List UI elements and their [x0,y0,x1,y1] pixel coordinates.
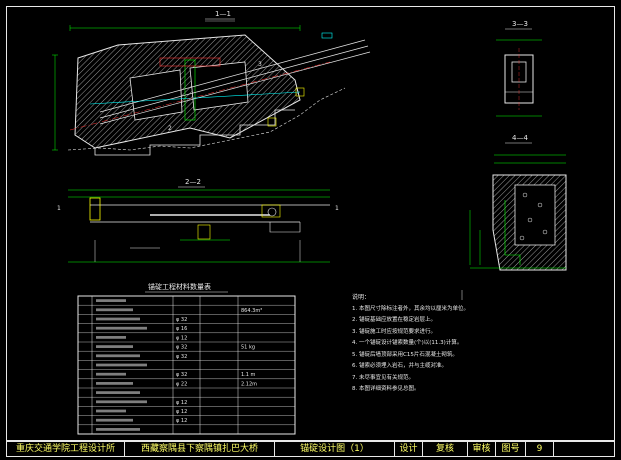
table-cell-item [96,409,126,413]
section-2-2-label: 2—2 [185,178,201,186]
section-1-1-label: 1—1 [215,10,231,18]
table-cell: φ 32 [176,317,187,323]
table-title: 锚碇工程材料数量表 [148,282,211,291]
table-cell: φ 12 [176,409,187,415]
table-cell: 51 kg [241,345,255,351]
table-cell: φ 12 [176,418,187,424]
project-name: 西藏察隅县下察隅镇扎巴大桥 [125,442,275,456]
note-line: 4. 一个锚碇设计锚索数量(个)以(11.3)计算。 [352,340,463,346]
svg-text:2: 2 [168,125,172,132]
note-line: 5. 锚碇后墙顶部采用C15片石混凝土砌筑。 [352,351,458,358]
title-block: 重庆交通学院工程设计所 西藏察隅县下察隅镇扎巴大桥 锚碇设计图（1） 设计 复核… [6,441,615,457]
title-block-spacer [554,442,614,456]
note-line: 1. 本图尺寸除标注者外，其余均以厘米为单位。 [352,305,469,312]
notes-header: 说明： [352,294,371,301]
review-label: 复核 [423,442,468,456]
table-cell-item [96,363,147,367]
material-table: 锚碇工程材料数量表 864.3m³ φ 32 φ 16 φ 12 φ 32 51 kg φ … [77,282,296,435]
svg-text:1: 1 [57,205,61,212]
table-cell: 864.3m³ [241,308,262,314]
table-cell-item [96,418,133,422]
table-cell: 1.1 m [241,372,256,378]
table-cell-item [96,354,140,358]
svg-text:3: 3 [258,61,262,68]
sheet-number: 9 [526,442,554,456]
approve-label: 审核 [468,442,496,456]
table-cell-item [96,308,133,312]
company-name: 重庆交通学院工程设计所 [7,442,125,456]
table-cell: φ 32 [176,372,187,378]
table-cell-item [96,336,126,339]
table-cell-item [96,317,140,321]
table-cell-item [96,345,133,348]
note-line: 7. 未尽事宜见有关规范。 [352,374,414,381]
table-cell: 2.12m [241,381,257,387]
table-cell-item [96,382,133,385]
note-line: 6. 锚索必须埋入岩石，并与主缆对准。 [352,363,447,369]
section-2-2-view: 2—2 1 1 [57,178,339,263]
table-cell: φ 32 [176,345,187,351]
table-cell: φ 16 [176,326,187,332]
table-cell: φ 12 [176,400,187,406]
drawing-frame [6,6,615,441]
section-4-4-view: 4—4 [469,134,567,271]
svg-text:1: 1 [335,205,339,212]
table-cell: φ 32 [176,354,187,360]
table-cell-item [96,400,147,404]
table-cell: φ 12 [176,335,187,341]
section-1-1-view: 1—1 2 3 [52,10,371,156]
sheet-label: 图号 [496,442,526,456]
section-4-4-label: 4—4 [512,134,528,142]
design-label: 设计 [395,442,423,456]
table-cell-item [96,428,140,431]
table-cell-item [96,372,126,376]
table-cell-item [96,299,126,302]
table-cell-item [96,326,147,330]
drawing-title: 锚碇设计图（1） [275,442,395,456]
table-cell: φ 22 [176,381,187,387]
design-notes: 说明： 1. 本图尺寸除标注者外，其余均以厘米为单位。 2. 锚碇基础应放置在稳… [352,292,607,396]
note-line: 3. 锚碇施工时应按规范要求进行。 [352,328,436,335]
table-cell-item [96,391,140,394]
section-3-3-label: 3—3 [512,20,528,28]
note-line: 8. 本图详细资料参见总图。 [352,386,420,392]
note-line: 2. 锚碇基础应放置在稳定岩层上。 [352,317,436,323]
section-3-3-view: 3—3 [496,20,542,117]
